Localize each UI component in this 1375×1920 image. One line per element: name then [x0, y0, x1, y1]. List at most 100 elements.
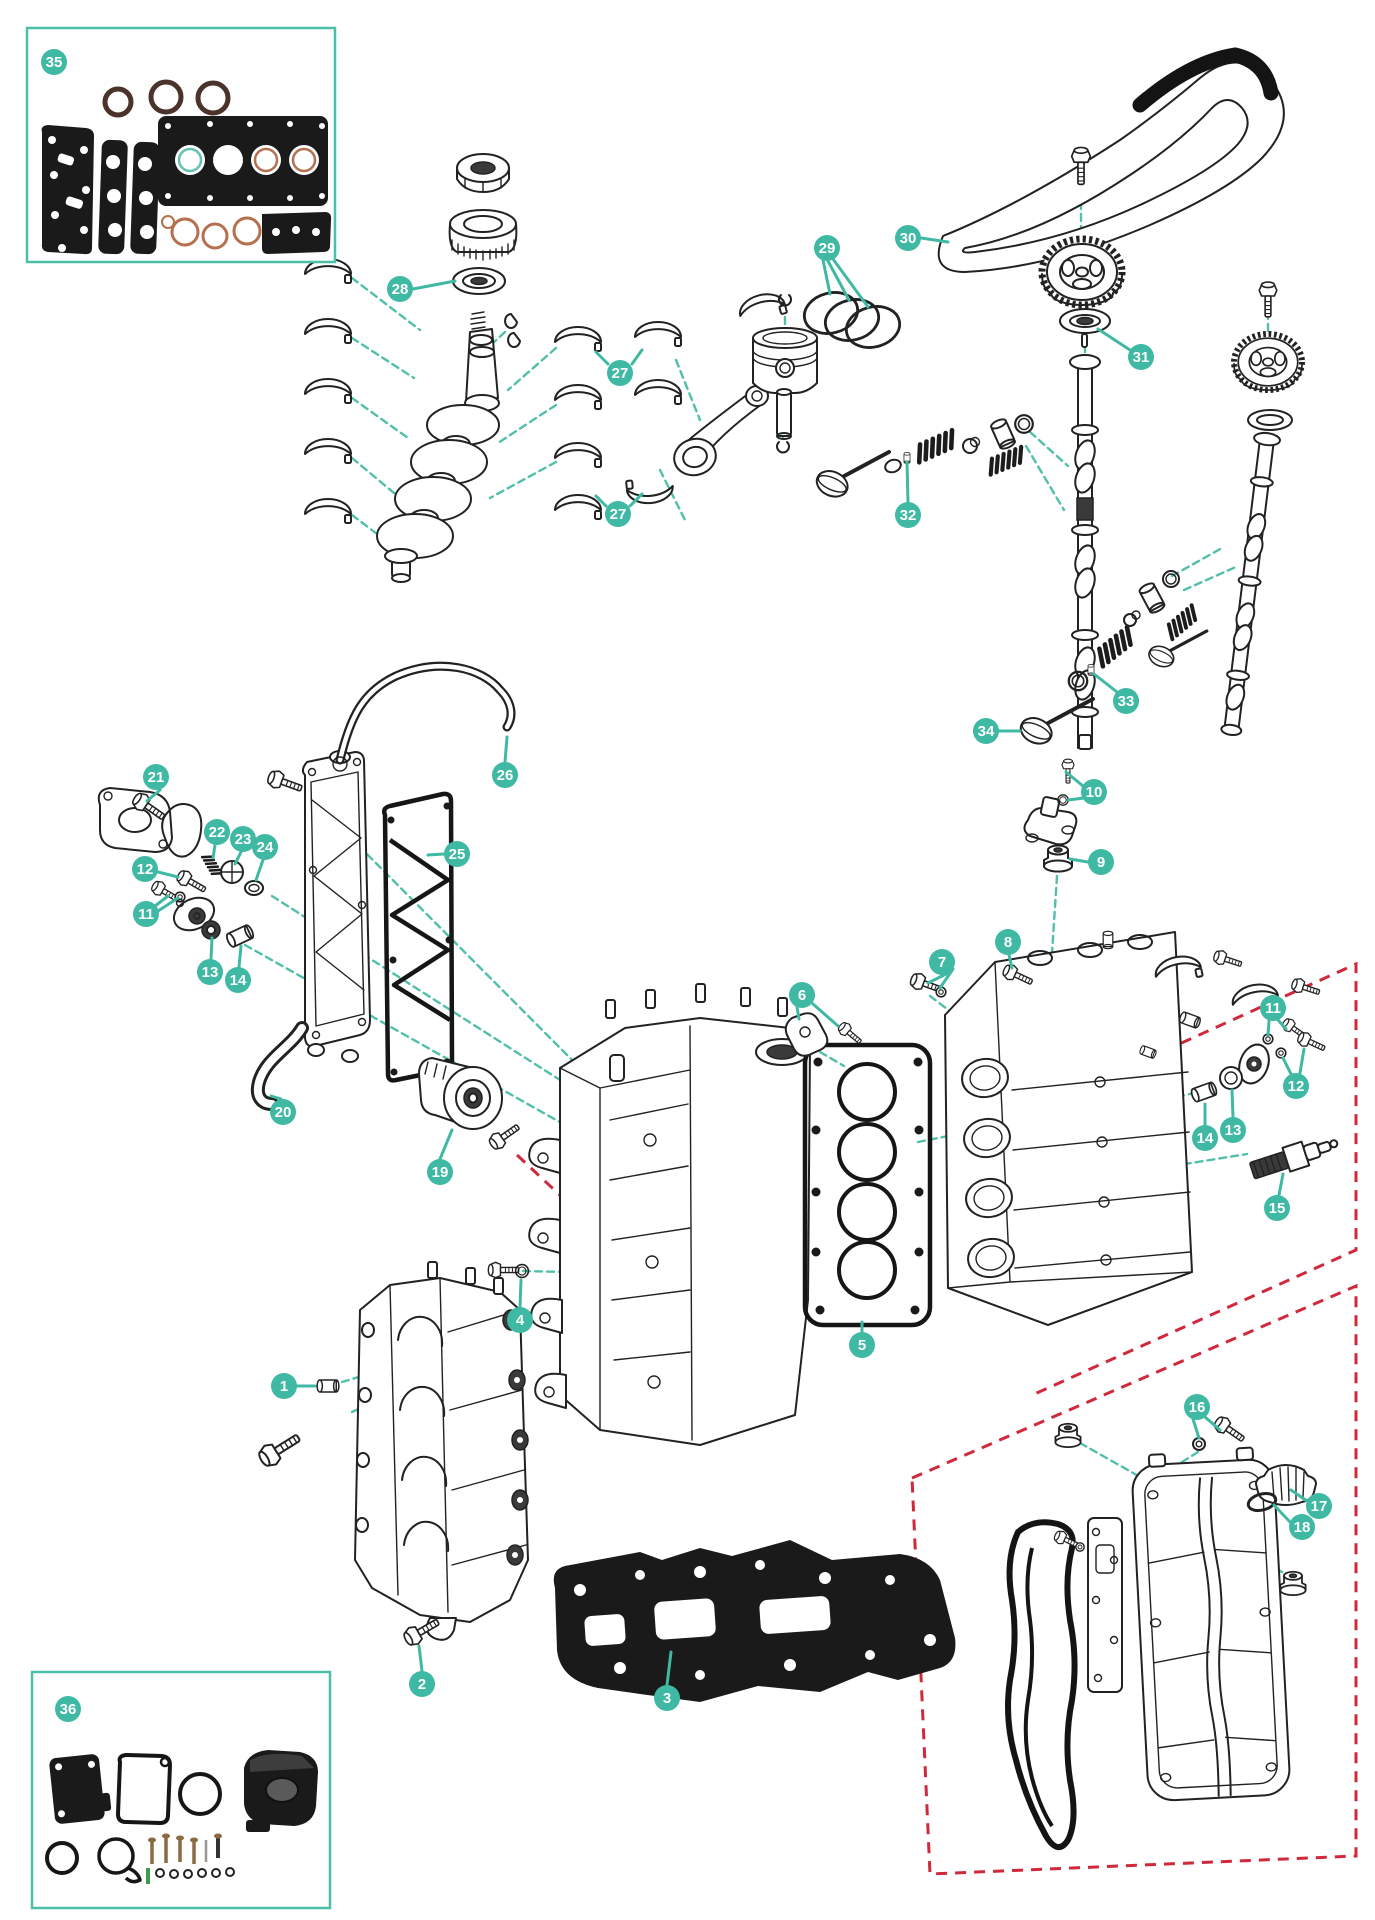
crankcase: [354, 1261, 529, 1641]
cylinder-block: [528, 983, 811, 1446]
crankshaft-gear: [448, 209, 518, 261]
svg-text:31: 31: [1133, 349, 1150, 366]
callout-4: 4: [507, 1307, 533, 1333]
callout-10: 10: [1081, 779, 1107, 805]
callout-30: 30: [895, 225, 921, 251]
kit-small-orings: [155, 1867, 235, 1879]
svg-text:21: 21: [148, 769, 165, 786]
breather-plate: [1087, 1517, 1123, 1693]
head-gasket: [802, 1042, 933, 1328]
breather-fitting: [1023, 796, 1078, 846]
kit-head-gasket: [158, 116, 328, 206]
callout-3: 3: [654, 1685, 680, 1711]
carb-kit-box: [30, 1670, 332, 1910]
callout-28: 28: [387, 276, 413, 302]
svg-text:28: 28: [392, 281, 409, 298]
callout-5: 5: [849, 1332, 875, 1358]
camshaft-sprocket: [1042, 239, 1122, 305]
callout-25: 25: [444, 841, 470, 867]
kit-pump-gasket: [97, 1837, 142, 1884]
cylinder-head: [944, 931, 1193, 1326]
crankshaft-nut: [456, 153, 510, 193]
svg-text:4: 4: [516, 1312, 525, 1329]
callout-23: 23: [230, 826, 256, 852]
intake-valve-train: [810, 414, 1034, 504]
oil-filter-fitting: [485, 1119, 524, 1153]
svg-text:2: 2: [418, 1676, 426, 1693]
svg-text:32: 32: [900, 507, 917, 524]
spark-plug: [1249, 1139, 1339, 1180]
lifting-bracket: [784, 1012, 829, 1057]
svg-text:18: 18: [1294, 1519, 1311, 1536]
svg-text:17: 17: [1311, 1498, 1328, 1515]
gasket-kit-box: [25, 26, 337, 264]
anode: [1189, 1080, 1219, 1104]
callout-14: 14: [1192, 1125, 1218, 1151]
svg-text:9: 9: [1097, 854, 1105, 871]
valve-cover-bolt: [1210, 1413, 1249, 1447]
svg-text:30: 30: [900, 230, 917, 247]
svg-text:7: 7: [938, 954, 946, 971]
anode: [224, 923, 256, 949]
svg-text:27: 27: [610, 506, 627, 523]
svg-text:19: 19: [432, 1164, 449, 1181]
oil-filter: [418, 1057, 503, 1130]
water-cover-right: [1238, 1043, 1270, 1085]
camshaft-seal: [1059, 308, 1111, 348]
callout-20: 20: [270, 1099, 296, 1125]
filler-cap-oring: [1246, 1491, 1278, 1513]
svg-text:10: 10: [1086, 784, 1103, 801]
kit-screws: [146, 1833, 222, 1884]
cover-plate-bolt: [264, 767, 306, 798]
callout-18: 18: [1289, 1514, 1315, 1540]
cover-washer: [1275, 1047, 1287, 1059]
svg-text:16: 16: [1189, 1399, 1206, 1416]
svg-text:5: 5: [858, 1337, 866, 1354]
exhaust-cover-gasket: [381, 791, 455, 1083]
svg-text:36: 36: [60, 1701, 77, 1718]
belt-teeth: [1132, 47, 1279, 113]
callout-24: 24: [252, 834, 278, 860]
callout-14: 14: [225, 967, 251, 993]
woodruff-key: [507, 332, 521, 348]
mount-grommet: [1043, 844, 1073, 873]
svg-text:24: 24: [257, 839, 274, 856]
callout-27: 27: [605, 501, 631, 527]
callout-13: 13: [197, 959, 223, 985]
callout-11: 11: [1260, 995, 1286, 1021]
leader-lines: [145, 236, 1309, 1687]
cover-grommet: [1054, 1422, 1082, 1449]
callout-27: 27: [607, 360, 633, 386]
water-outlet-housing: [172, 896, 216, 932]
camshaft-seal: [1247, 409, 1293, 431]
callout-16: 16: [1184, 1394, 1210, 1420]
svg-text:14: 14: [230, 972, 247, 989]
callout-33: 33: [1113, 688, 1139, 714]
svg-text:35: 35: [46, 54, 63, 71]
svg-text:33: 33: [1118, 693, 1135, 710]
timing-belt: [937, 47, 1285, 273]
red-dash-oil-line: [515, 1153, 565, 1200]
callout-32: 32: [895, 502, 921, 528]
crankshaft: [376, 311, 521, 583]
kit-oring: [178, 1772, 222, 1816]
callout-9: 9: [1088, 849, 1114, 875]
svg-text:29: 29: [819, 240, 836, 257]
camshaft-sprocket: [1234, 334, 1302, 390]
kit-oring-small: [45, 1841, 79, 1875]
exhaust-cover-plate: [301, 750, 371, 1063]
woodruff-key: [504, 313, 518, 329]
thermostat-gasket: [161, 803, 203, 858]
callout-8: 8: [995, 929, 1021, 955]
callout-12: 12: [132, 856, 158, 882]
exhaust-valve-train: [1014, 570, 1209, 751]
callout-21: 21: [143, 764, 169, 790]
callout-6: 6: [789, 982, 815, 1008]
callout-7: 7: [929, 949, 955, 975]
svg-text:22: 22: [209, 824, 226, 841]
water-pipe: [332, 661, 516, 772]
svg-text:15: 15: [1269, 1200, 1286, 1217]
svg-text:8: 8: [1004, 934, 1012, 951]
plate-washer: [1075, 1542, 1085, 1552]
